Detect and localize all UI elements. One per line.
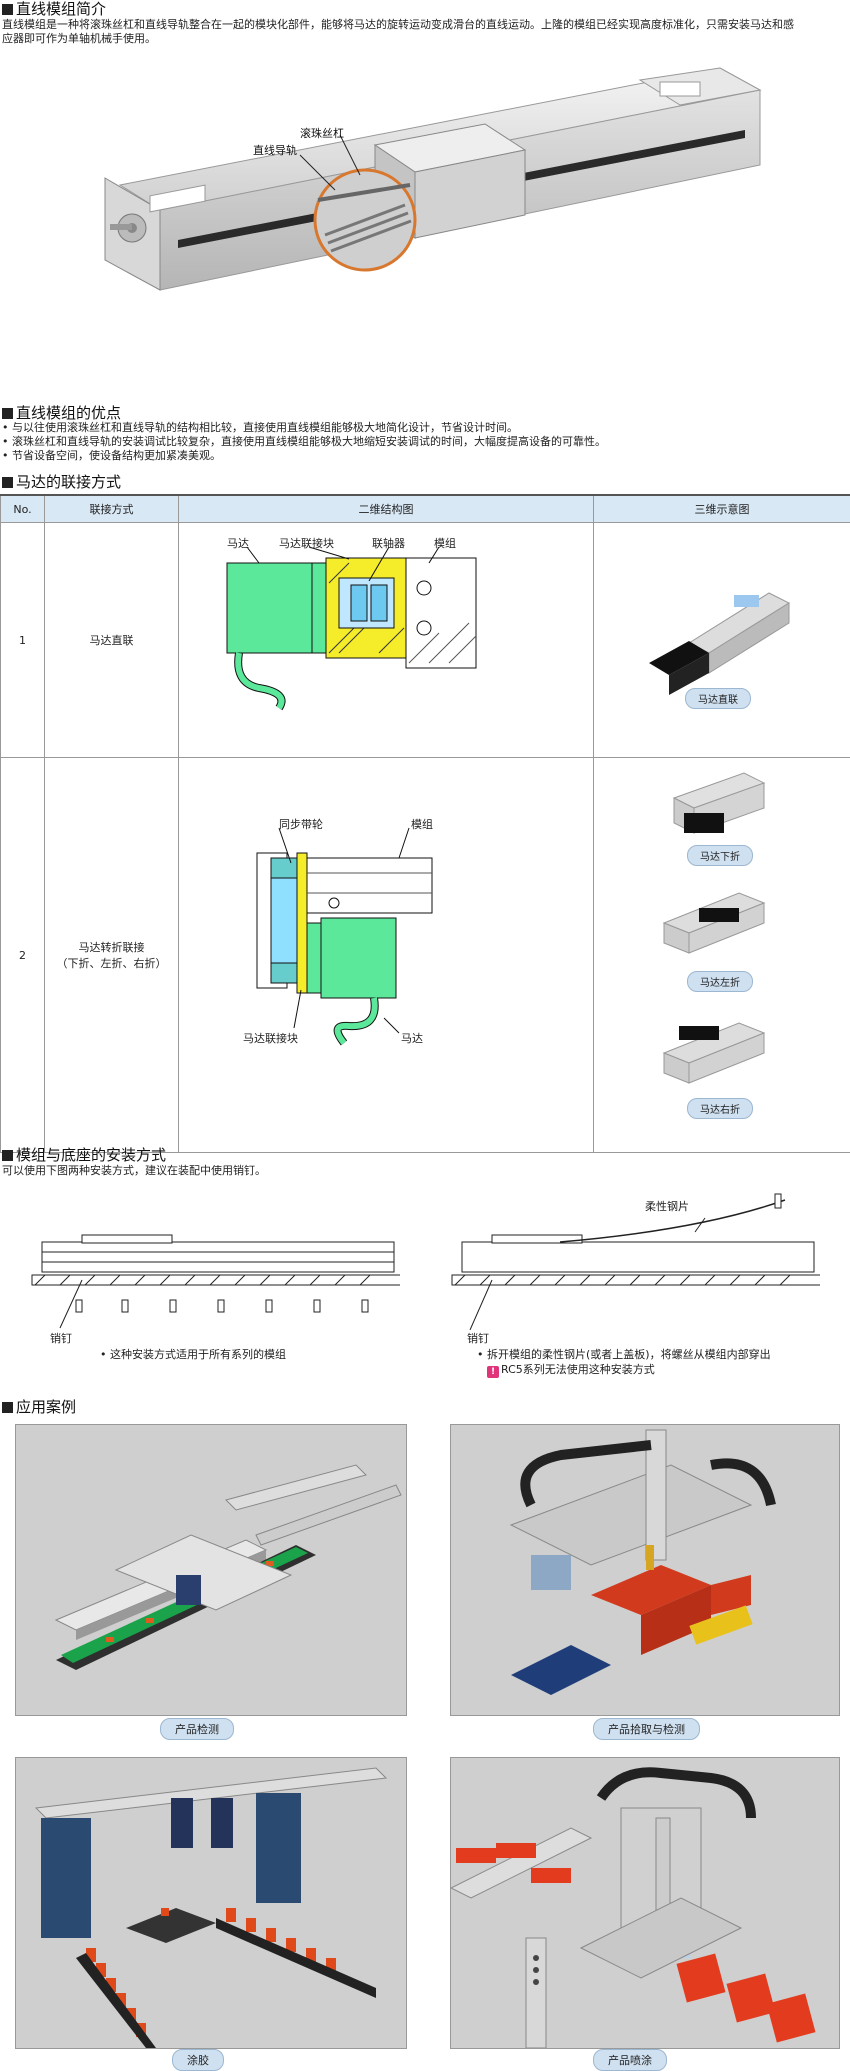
case-photo-spraying: [450, 1757, 840, 2049]
view-caption: 马达下折: [687, 845, 753, 866]
case-photo-gluing: [15, 1757, 407, 2049]
col-header: 联接方式: [45, 495, 179, 523]
install-text: 可以使用下图两种安装方式，建议在装配中使用销钉。: [2, 1164, 266, 1178]
case-photo-pick-inspect: [450, 1424, 840, 1716]
motor-title: 马达的联接方式: [2, 473, 121, 491]
callout-linear-guide: 直线导轨: [253, 142, 297, 158]
col-header: 三维示意图: [594, 495, 850, 523]
case-caption: 产品拾取与检测: [593, 1718, 700, 1740]
row-no: 2: [1, 758, 45, 1153]
table-row: 1 马达直联: [1, 523, 850, 758]
label-timing-pulley: 同步带轮: [279, 816, 323, 832]
section-square-icon: [2, 1402, 13, 1413]
advantage-item: • 与以往使用滚珠丝杠和直线导轨的结构相比较，直接使用直线模组能够极大地简化设计…: [2, 421, 606, 435]
install-pin-label: 销钉: [50, 1330, 72, 1346]
label-connector-block: 马达联接块: [279, 535, 334, 551]
col-header: 二维结构图: [179, 495, 594, 523]
folded-coupling-diagram: 同步带轮 模组 马达联接块 马达: [179, 758, 594, 1153]
section-square-icon: [2, 1150, 13, 1161]
callout-ball-screw: 滚珠丝杠: [300, 125, 344, 141]
intro-title: 直线模组简介: [2, 0, 106, 18]
folded-3d-views: 马达下折 马达左折 马达右折: [594, 758, 850, 1153]
install-warning: !RC5系列无法使用这种安装方式: [487, 1361, 655, 1378]
case-caption: 涂胶: [172, 2049, 224, 2071]
label-coupling: 联轴器: [372, 535, 405, 551]
warning-icon: !: [487, 1366, 499, 1378]
table-row: 2 马达转折联接 （下折、左折、右折）: [1, 758, 850, 1153]
label-module: 模组: [411, 816, 433, 832]
linear-module-illustration: [0, 50, 850, 390]
table-header-row: No. 联接方式 二维结构图 三维示意图: [1, 495, 850, 523]
label-motor: 马达: [401, 1030, 423, 1046]
direct-coupling-diagram: 马达 马达联接块 联轴器 模组: [179, 523, 594, 758]
advantage-item: • 滚珠丝杠和直线导轨的安装调试比较复杂，直接使用直线模组能够极大地缩短安装调试…: [2, 435, 606, 449]
intro-text: 直线模组是一种将滚珠丝杠和直线导轨整合在一起的模块化部件，能够将马达的旋转运动变…: [2, 18, 794, 46]
case-caption: 产品喷涂: [593, 2049, 667, 2071]
label-module: 模组: [434, 535, 456, 551]
advantages-list: • 与以往使用滚珠丝杠和直线导轨的结构相比较，直接使用直线模组能够极大地简化设计…: [2, 421, 606, 463]
view-caption: 马达右折: [687, 1098, 753, 1119]
install-note-1: • 这种安装方式适用于所有系列的模组: [100, 1346, 286, 1362]
view-caption: 马达左折: [687, 971, 753, 992]
section-square-icon: [2, 408, 13, 419]
label-motor: 马达: [227, 535, 249, 551]
install-title: 模组与底座的安装方式: [2, 1146, 166, 1164]
advantages-title: 直线模组的优点: [2, 404, 121, 422]
row-no: 1: [1, 523, 45, 758]
case-photo-inspection: [15, 1424, 407, 1716]
label-connector-block: 马达联接块: [243, 1030, 298, 1046]
row-method: 马达转折联接 （下折、左折、右折）: [45, 758, 179, 1153]
install-method-1-diagram: [20, 1200, 400, 1330]
install-pin-label: 销钉: [467, 1330, 489, 1346]
section-square-icon: [2, 477, 13, 488]
col-header: No.: [1, 495, 45, 523]
cases-title: 应用案例: [2, 1398, 76, 1416]
view-caption: 马达直联: [685, 688, 751, 709]
row-method: 马达直联: [45, 523, 179, 758]
direct-3d-view: 马达直联: [594, 523, 850, 758]
motor-connection-table: No. 联接方式 二维结构图 三维示意图 1 马达直联: [0, 494, 850, 1153]
section-square-icon: [2, 4, 13, 15]
case-caption: 产品检测: [160, 1718, 234, 1740]
install-note-2: • 拆开模组的柔性钢片(或者上盖板)，将螺丝从模组内部穿出: [477, 1346, 771, 1362]
install-method-2-diagram: [440, 1190, 820, 1330]
install-steel-label: 柔性钢片: [645, 1198, 689, 1214]
advantage-item: • 节省设备空间，使设备结构更加紧凑美观。: [2, 449, 606, 463]
